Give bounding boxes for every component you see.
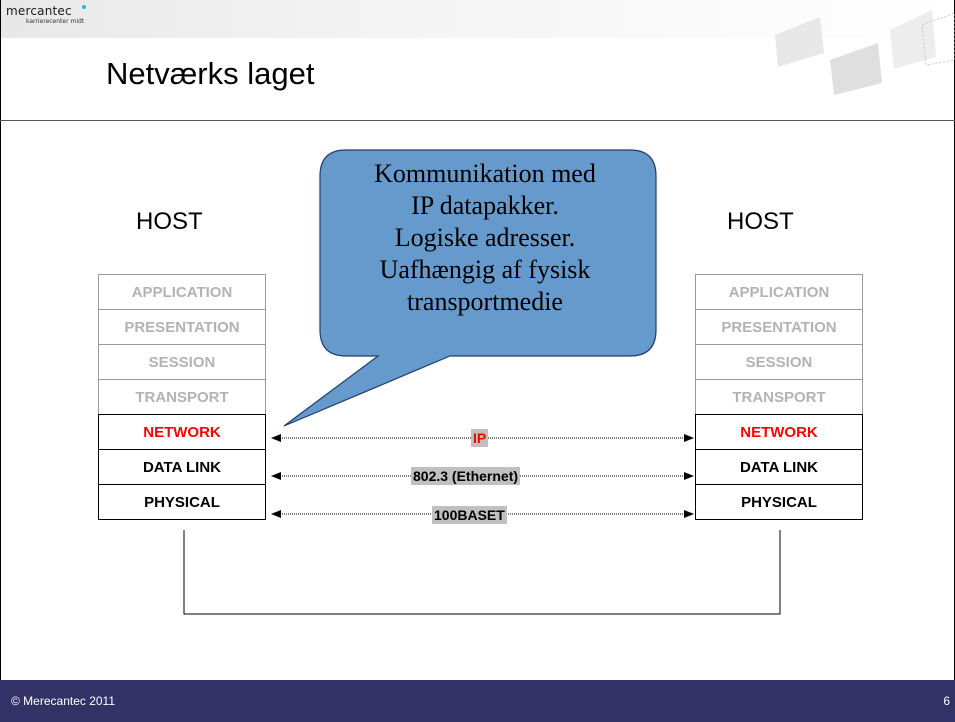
osi-stack-right: APPLICATION PRESENTATION SESSION TRANSPO… <box>695 274 863 520</box>
layer-data-link: DATA LINK <box>695 449 863 485</box>
ethernet-link-label: 802.3 (Ethernet) <box>411 467 521 485</box>
logo-dot-icon <box>82 5 86 9</box>
layer-application: APPLICATION <box>98 274 266 310</box>
copyright-text: © Merecantec 2011 <box>11 694 116 708</box>
physical-cable <box>183 530 781 615</box>
layer-data-link: DATA LINK <box>98 449 266 485</box>
callout-line: transportmedie <box>407 287 563 316</box>
callout-line: Kommunikation med <box>374 159 596 188</box>
slide-border-left <box>0 0 1 680</box>
page-number: 6 <box>943 694 950 708</box>
layer-application: APPLICATION <box>695 274 863 310</box>
layer-network: NETWORK <box>98 414 266 450</box>
page-title: Netværks laget <box>106 56 315 91</box>
callout-text: Kommunikation med IP datapakker. Logiske… <box>330 158 640 318</box>
layer-session: SESSION <box>695 344 863 380</box>
mercantec-logo: mercantec karrierecenter midt <box>4 4 100 30</box>
layer-session: SESSION <box>98 344 266 380</box>
layer-physical: PHYSICAL <box>695 484 863 520</box>
decorative-shapes <box>775 10 955 95</box>
callout-bubble <box>283 149 657 427</box>
ip-link-label: IP <box>471 429 489 447</box>
logo-text: mercantec <box>6 4 72 18</box>
host-label-left: HOST <box>136 208 203 235</box>
callout-line: Uafhængig af fysisk <box>379 255 591 284</box>
layer-transport: TRANSPORT <box>98 379 266 415</box>
callout-line: IP datapakker. <box>411 191 559 220</box>
footer-bar: © Merecantec 2011 6 <box>0 680 955 722</box>
logo-subtext: karrierecenter midt <box>26 18 85 25</box>
layer-physical: PHYSICAL <box>98 484 266 520</box>
callout-line: Logiske adresser. <box>394 223 576 252</box>
physical-link-label: 100BASET <box>432 506 507 524</box>
host-label-right: HOST <box>727 208 794 235</box>
layer-network: NETWORK <box>695 414 863 450</box>
title-divider <box>0 120 955 121</box>
osi-stack-left: APPLICATION PRESENTATION SESSION TRANSPO… <box>98 274 266 520</box>
